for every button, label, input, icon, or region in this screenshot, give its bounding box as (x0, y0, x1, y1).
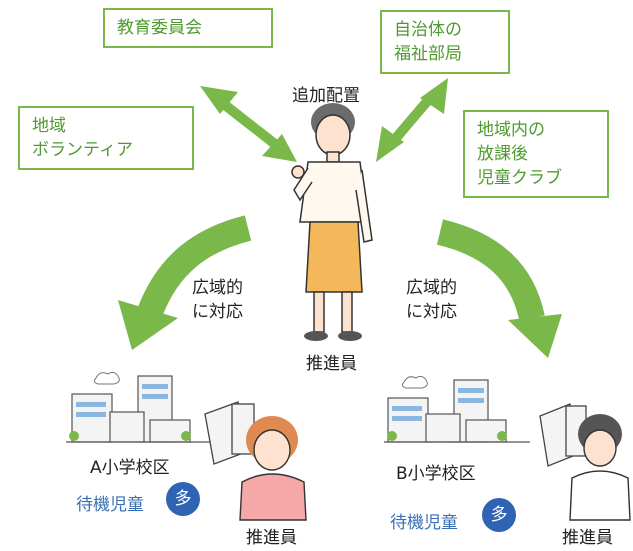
promoter-b-label: 推進員 (562, 528, 613, 548)
wide-area-left-line-2: に対応 (192, 302, 243, 322)
wide-area-left-label: 広域的 に対応 (192, 276, 243, 324)
volunteer-box: 地域 ボランティア (18, 106, 194, 170)
double-arrow-right (376, 78, 448, 162)
waiting-children-a-label: 待機児童 (76, 495, 144, 515)
wide-area-right-label: 広域的 に対応 (406, 276, 457, 324)
waiting-children-b-label: 待機児童 (390, 513, 458, 533)
afterschool-club-box: 地域内の 放課後 児童クラブ (463, 110, 609, 198)
town-a-illustration (66, 371, 210, 443)
welfare-department-box: 自治体の 福祉部局 (380, 10, 510, 74)
education-board-label: 教育委員会 (117, 18, 202, 38)
school-a-illustration (204, 401, 255, 465)
additional-placement-label: 追加配置 (292, 86, 360, 106)
afterschool-line-2: 放課後 (477, 144, 528, 164)
volunteer-line-2: ボランティア (32, 140, 133, 160)
wide-area-left-line-1: 広域的 (192, 278, 243, 298)
promoter-a-label: 推進員 (246, 528, 297, 548)
many-badge-b: 多 (482, 498, 516, 532)
afterschool-line-3: 児童クラブ (477, 168, 562, 188)
welfare-line-2: 福祉部局 (394, 44, 462, 64)
promoter-b-illustration (569, 414, 631, 521)
promoter-a-illustration (239, 416, 307, 521)
education-board-box: 教育委員会 (103, 8, 273, 48)
center-promoter-label: 推進員 (306, 354, 357, 374)
wide-area-right-line-1: 広域的 (406, 278, 457, 298)
town-b-illustration (384, 375, 530, 443)
curved-arrow-right (436, 219, 562, 358)
wide-area-right-line-2: に対応 (406, 302, 457, 322)
center-person-illustration (291, 103, 373, 341)
district-b-label: B小学校区 (396, 464, 476, 484)
welfare-line-1: 自治体の (394, 20, 462, 40)
volunteer-line-1: 地域 (32, 116, 66, 136)
many-badge-a: 多 (166, 482, 200, 516)
double-arrow-left (200, 86, 297, 162)
curved-arrow-left (118, 215, 252, 350)
afterschool-line-1: 地域内の (477, 120, 545, 140)
district-a-label: A小学校区 (90, 458, 170, 478)
